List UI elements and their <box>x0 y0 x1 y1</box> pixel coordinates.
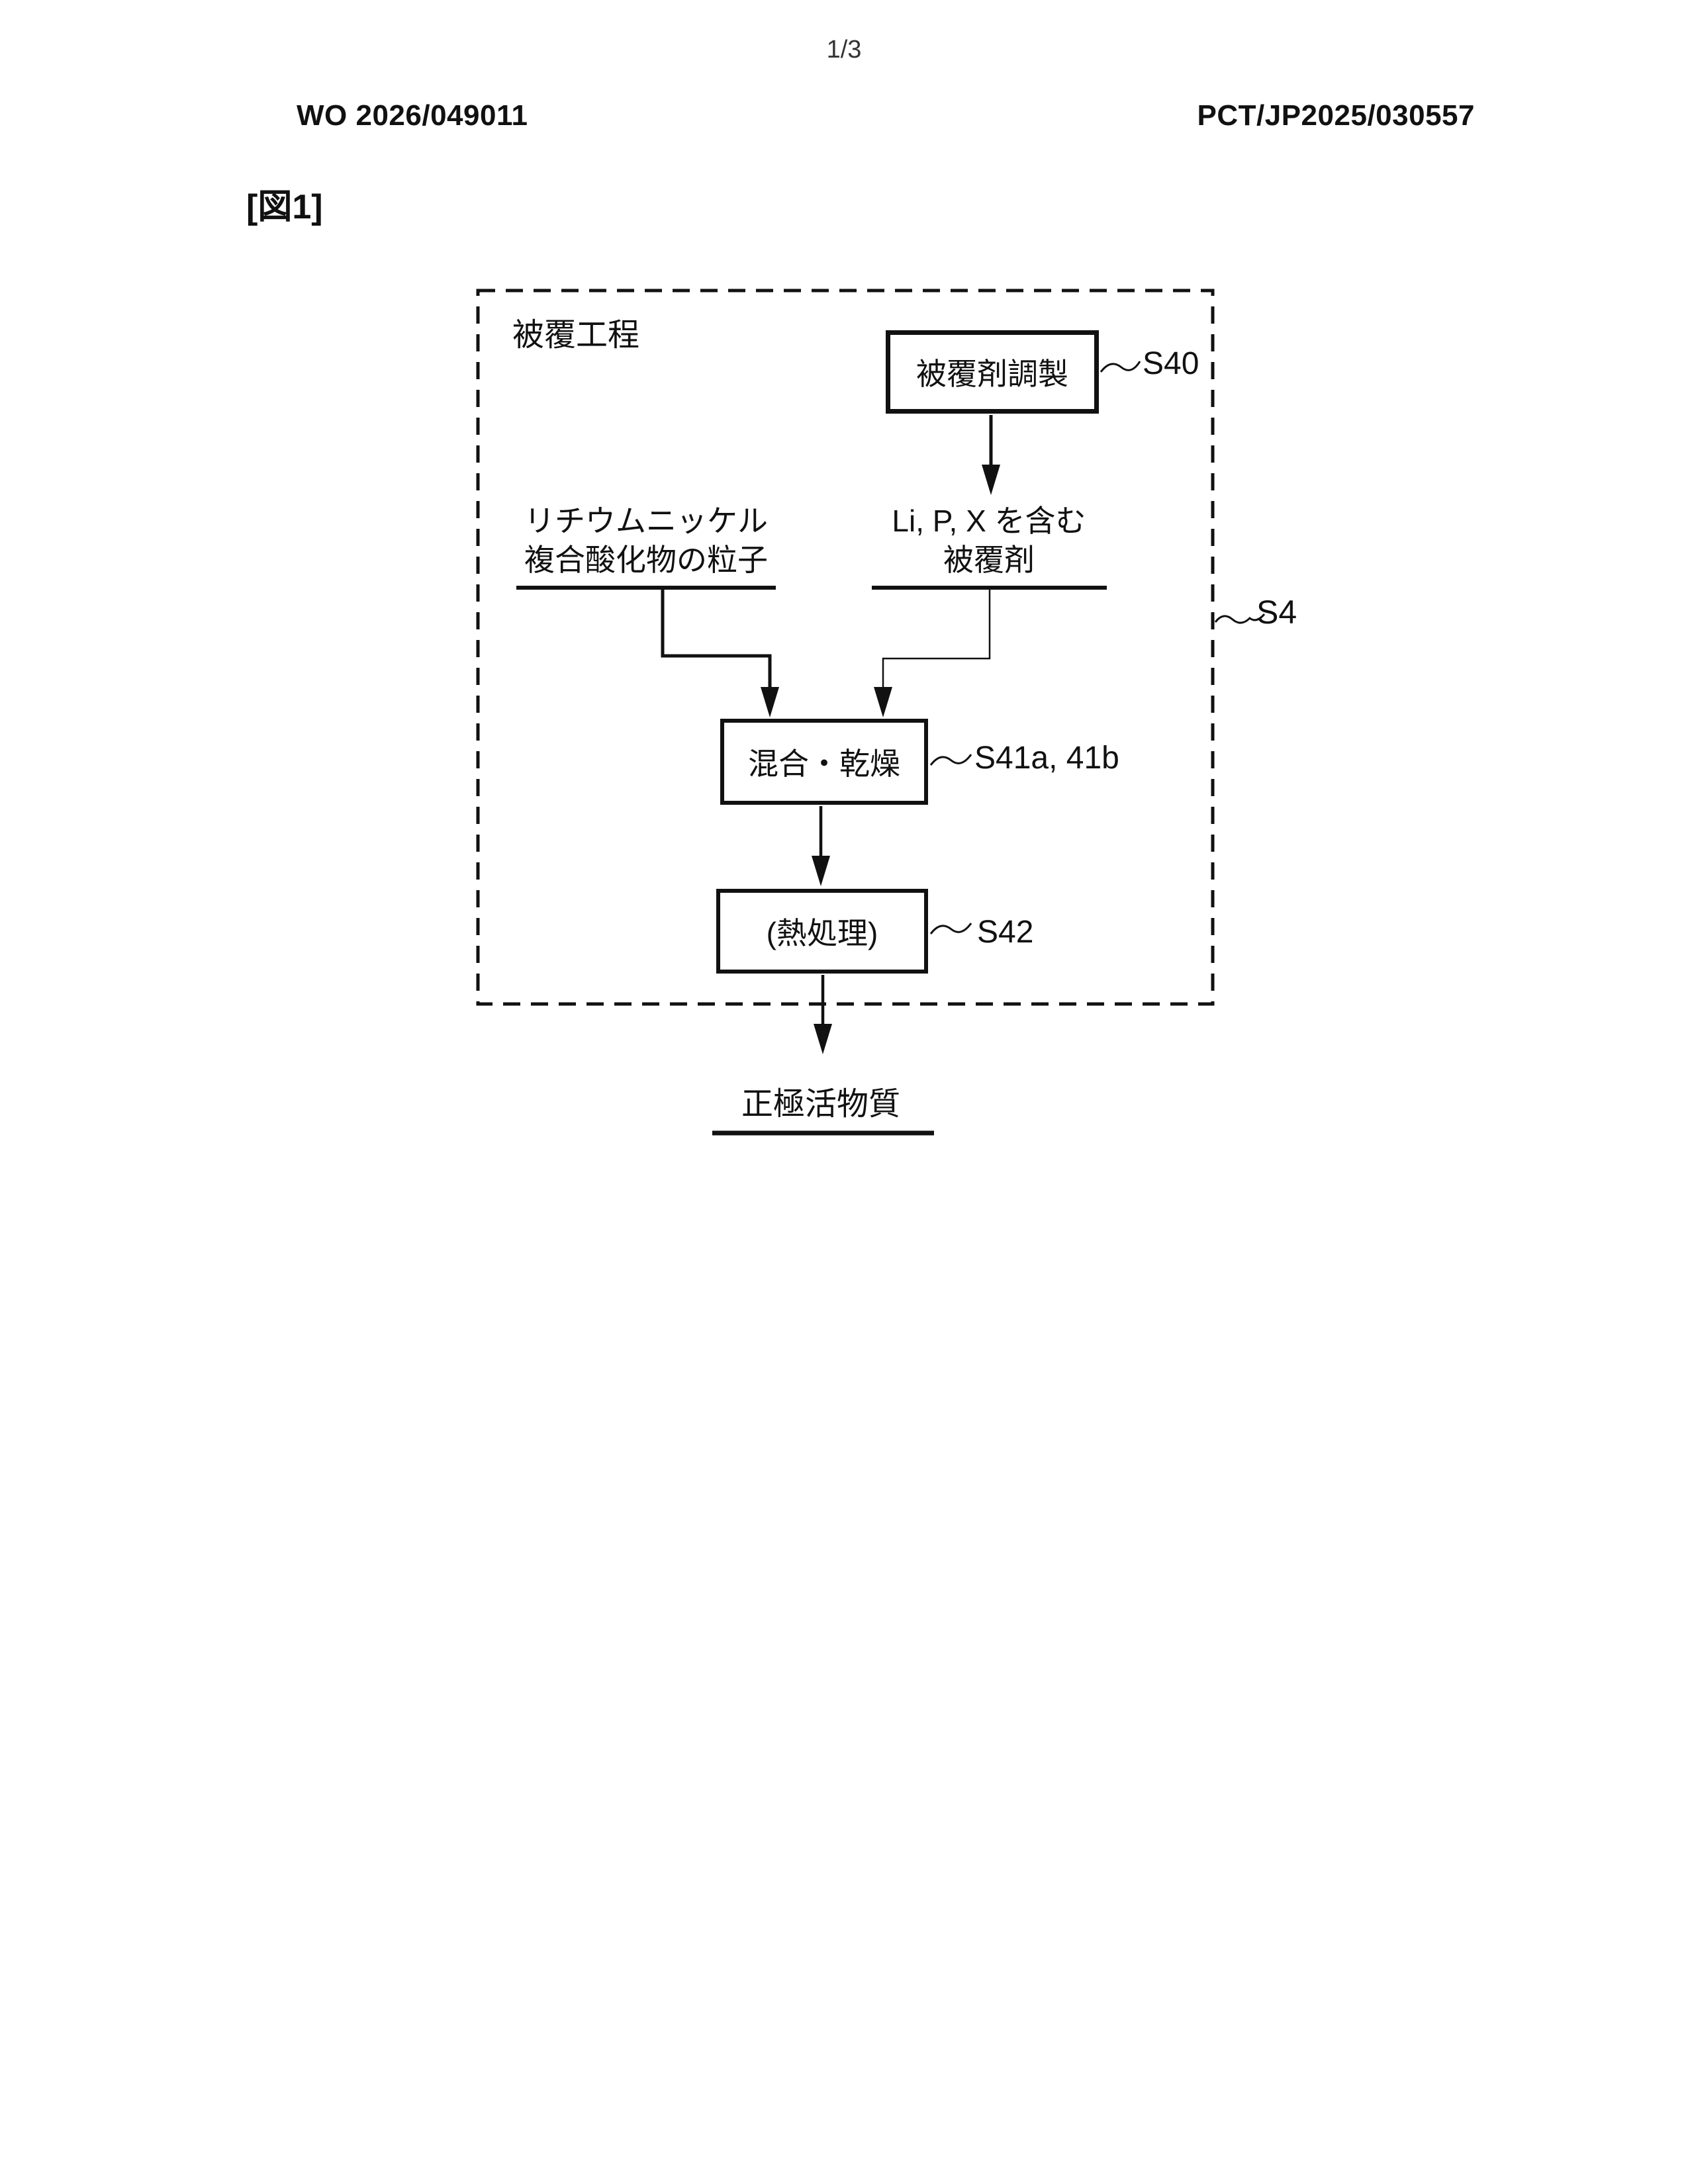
application-number: PCT/JP2025/030557 <box>1197 99 1475 132</box>
ref-s40: S40 <box>1143 346 1199 381</box>
node-coating-agent-preparation-label: 被覆剤調製 <box>916 357 1068 391</box>
input-right-line2: 被覆剤 <box>943 543 1035 577</box>
input-left-line2: 複合酸化物の粒子 <box>524 543 768 577</box>
node-coating-agent-preparation: 被覆剤調製 <box>886 330 1099 414</box>
sheet-number: 1/3 <box>826 36 862 64</box>
arrow-mix-to-heat-head <box>812 856 830 886</box>
connector-right-input <box>882 590 991 690</box>
process-group-label: 被覆工程 <box>512 318 640 353</box>
ref-s41a-41b: S41a, 41b <box>974 741 1119 776</box>
ref-s4: S4 <box>1256 594 1297 631</box>
arrow-heat-to-output-head <box>814 1024 832 1054</box>
connector-left-input <box>661 590 772 690</box>
leader-s4-squiggle <box>1214 613 1266 624</box>
leader-s40-squiggle <box>1100 361 1141 373</box>
node-heat-treatment-label: (熱処理) <box>766 916 878 950</box>
leader-s42-squiggle <box>929 923 972 934</box>
ref-s42: S42 <box>977 915 1034 950</box>
input-coating-agent: Li, P, X を含む 被覆剤 <box>857 502 1121 580</box>
input-lithium-nickel-particles: リチウムニッケル 複合酸化物の粒子 <box>514 502 778 580</box>
node-mixing-drying-label: 混合・乾燥 <box>748 747 900 781</box>
connector-left-arrowhead <box>761 687 779 717</box>
input-left-line1: リチウムニッケル <box>524 504 768 538</box>
publication-number: WO 2026/049011 <box>297 99 528 132</box>
leader-s41-squiggle <box>929 754 972 766</box>
node-heat-treatment: (熱処理) <box>716 889 928 974</box>
arrow-prep-to-agent-head <box>982 465 1000 495</box>
connector-right-arrowhead <box>874 687 892 717</box>
process-group-dashed-border <box>476 289 1215 1006</box>
output-label: 正極活物質 <box>741 1087 900 1122</box>
figure-label: [図1] <box>246 188 323 226</box>
input-right-line1: Li, P, X を含む <box>892 504 1086 538</box>
node-mixing-drying: 混合・乾燥 <box>720 719 928 805</box>
